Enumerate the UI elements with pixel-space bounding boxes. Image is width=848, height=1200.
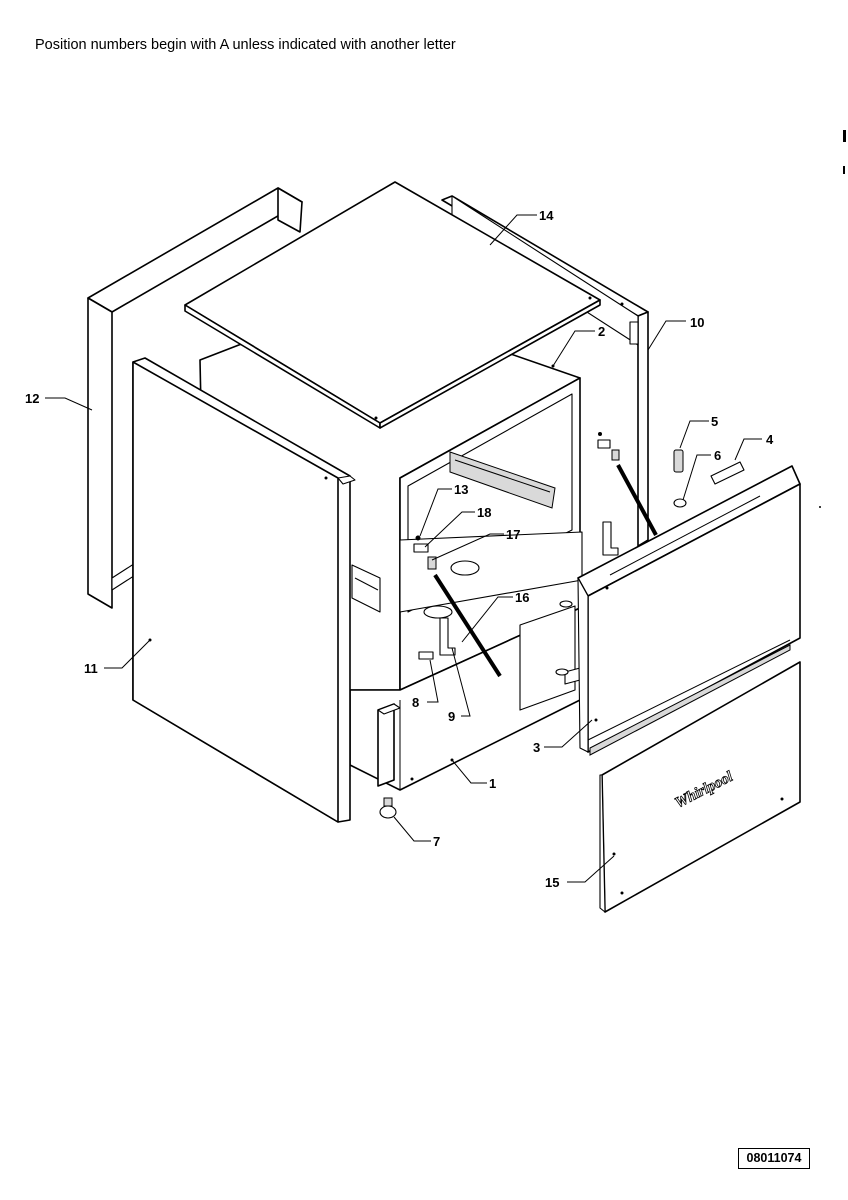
part-14-top-cover	[184, 181, 601, 429]
callout-16: 16	[515, 590, 529, 605]
part-3-door	[577, 465, 801, 756]
callout-labels: 12 11 14 2 10 5 4 6 13 18 17 16 8 9 1 3 …	[25, 208, 774, 890]
leader-lines	[45, 214, 762, 883]
part-12-left-side-panel	[87, 187, 303, 609]
callout-6: 6	[714, 448, 721, 463]
part-16-door-link-rod	[433, 464, 658, 678]
part-11-left-side-panel	[132, 357, 356, 823]
callout-8: 8	[412, 695, 419, 710]
callout-12: 12	[25, 391, 39, 406]
callout-11: 11	[84, 661, 98, 676]
part-9-hinge-arm	[439, 521, 619, 656]
part-4-hinge-bracket	[710, 461, 745, 485]
callout-14: 14	[539, 208, 554, 223]
callout-7: 7	[433, 834, 440, 849]
edge-marks	[819, 130, 846, 508]
part-13-fastener	[415, 432, 602, 541]
callout-9: 9	[448, 709, 455, 724]
header-note: Position numbers begin with A unless ind…	[35, 37, 456, 53]
callout-3: 3	[533, 740, 540, 755]
callout-2: 2	[598, 324, 605, 339]
callout-15: 15	[545, 875, 559, 890]
callout-10: 10	[690, 315, 704, 330]
drawing-reference-code: 08011074	[738, 1148, 810, 1169]
callout-17: 17	[506, 527, 520, 542]
part-5-hinge-pin	[673, 449, 684, 473]
part-17-spring-block	[427, 449, 620, 570]
part-6-washer	[673, 498, 687, 508]
callout-4: 4	[766, 432, 774, 447]
part-7-leveling-foot	[379, 797, 397, 819]
callout-1: 1	[489, 776, 496, 791]
part-15-front-panel: Whirlpool	[599, 661, 801, 913]
callout-5: 5	[711, 414, 718, 429]
callout-18: 18	[477, 505, 491, 520]
part-8-screw	[418, 651, 434, 660]
part-18-clip	[413, 439, 611, 553]
callout-13: 13	[454, 482, 468, 497]
